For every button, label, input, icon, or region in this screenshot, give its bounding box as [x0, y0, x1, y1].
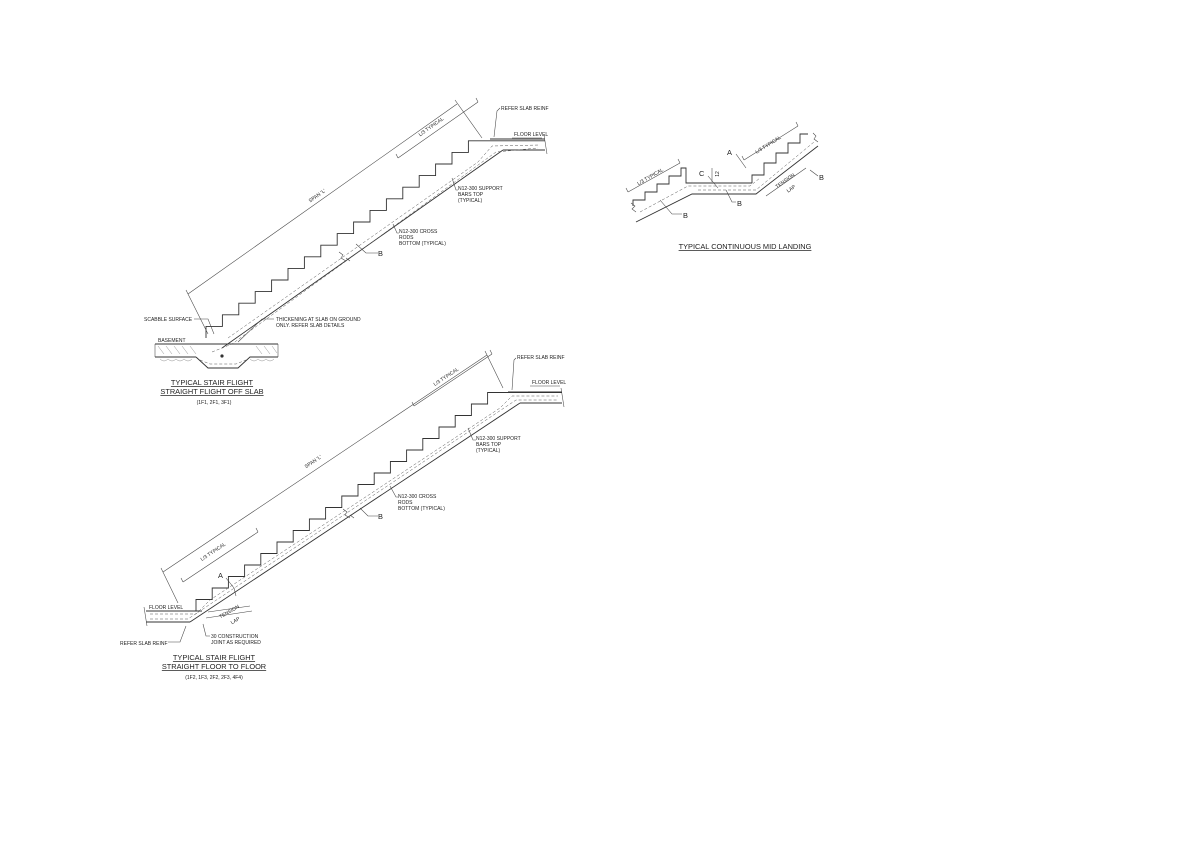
flight2-upper-slab — [508, 387, 565, 408]
flight2-title-refs: (1F2, 1F3, 2F2, 2F3, 4F4) — [185, 675, 243, 681]
flight1-title-refs: (1F1, 2F1, 3F1) — [197, 400, 232, 406]
flight2-construction-joint-line2: JOINT AS REQUIRED — [211, 640, 261, 646]
flight1-cross-rods-line2: RODS — [399, 235, 414, 241]
flight1-thickening-line2: ONLY. REFER SLAB DETAILS — [276, 323, 345, 329]
landing-lap-label: LAP — [786, 184, 798, 195]
flight1-bar-b-label: B — [378, 249, 383, 258]
flight1-basement-label: BASEMENT — [158, 338, 186, 344]
flight2-bar-a-label: A — [218, 571, 223, 580]
flight1-support-bars-line3: (TYPICAL) — [458, 198, 483, 204]
landing-break-mark-right — [812, 132, 819, 143]
flight1-span-label: SPAN 'L' — [308, 188, 327, 204]
flight1-refer-slab-label: REFER SLAB REINF — [501, 106, 549, 112]
flight1-upper-slab — [490, 134, 548, 155]
flight2-refer-slab-label: REFER SLAB REINF — [517, 355, 565, 361]
flight2-title-line1: TYPICAL STAIR FLIGHT — [173, 653, 256, 662]
flight2-l3-dimension-upper: L/3 TYPICAL — [411, 349, 493, 407]
flight1-bottom-reinforcement — [211, 147, 539, 353]
landing-l3-right-label: L/3 TYPICAL — [755, 135, 783, 156]
flight2-cross-rods-line3: BOTTOM (TYPICAL) — [398, 506, 445, 512]
flight2-lap-label: LAP — [230, 616, 242, 626]
flight1-scabble-label: SCABBLE SURFACE — [144, 317, 193, 323]
flight1-cross-rods-line3: BOTTOM (TYPICAL) — [399, 241, 446, 247]
flight1-thickening-line1: THICKENING AT SLAB ON GROUND — [276, 317, 361, 323]
flight2-title-line2: STRAIGHT FLOOR TO FLOOR — [162, 662, 266, 671]
flight2-support-bars-line2: BARS TOP — [476, 442, 502, 448]
landing-reinforcement-b — [698, 141, 815, 191]
flight2-construction-joint-line1: 30 CONSTRUCTION — [211, 634, 259, 640]
landing-bar-a-label: A — [727, 148, 732, 157]
flight1-support-bars-line2: BARS TOP — [458, 192, 484, 198]
flight1-thickening-bar — [220, 354, 224, 358]
landing-upper-steps — [751, 133, 808, 183]
flight2-lower-floor-level-label: FLOOR LEVEL — [149, 605, 183, 611]
landing-bar-c-label: C — [699, 169, 705, 178]
flight1-ground-slab — [154, 343, 279, 369]
landing-break-mark-left — [630, 202, 637, 213]
flight2-lower-slab — [143, 606, 202, 627]
landing-lower-steps — [632, 167, 752, 206]
landing-l3-left: L/3 TYPICAL — [625, 158, 681, 193]
detail-flight-off-slab: SPAN 'L' L/3 TYPICAL REFER SLAB REINF FL… — [144, 97, 549, 406]
flight1-title-line2: STRAIGHT FLIGHT OFF SLAB — [160, 387, 263, 396]
flight2-cross-rods-line2: RODS — [398, 500, 413, 506]
flight2-support-bars-line3: (TYPICAL) — [476, 448, 501, 454]
flight1-break-mark — [338, 251, 351, 262]
flight1-span-dimension: SPAN 'L' — [185, 99, 483, 335]
landing-bar-b-left-label: B — [683, 211, 688, 220]
flight2-floor-level-label: FLOOR LEVEL — [532, 380, 566, 386]
landing-dim-12: 12 — [715, 171, 721, 177]
flight2-span-label: SPAN 'L' — [304, 454, 323, 470]
landing-l3-right: L/3 TYPICAL — [741, 121, 799, 161]
flight1-title-line1: TYPICAL STAIR FLIGHT — [171, 378, 254, 387]
landing-title: TYPICAL CONTINUOUS MID LANDING — [679, 242, 812, 251]
flight1-l3-dimension: L/3 TYPICAL — [395, 97, 479, 159]
landing-soffit — [635, 145, 819, 223]
flight2-top-reinforcement — [150, 395, 558, 615]
detail-floor-to-floor: SPAN 'L' L/3 TYPICAL L/3 TYPICAL TENSION… — [120, 349, 566, 681]
flight1-support-bars-line1: N12-300 SUPPORT — [458, 186, 503, 192]
flight2-support-bars-line1: N12-300 SUPPORT — [476, 436, 521, 442]
flight1-steps — [205, 140, 545, 338]
flight2-refer-slab-lower-label: REFER SLAB REINF — [120, 641, 168, 647]
flight2-soffit — [189, 402, 521, 623]
flight2-break-mark — [342, 508, 355, 519]
flight1-ground-hatching — [157, 345, 278, 362]
flight1-top-reinforcement — [227, 144, 541, 339]
detail-mid-landing: L/3 TYPICAL L/3 TYPICAL 12 TENSION LAP C… — [625, 121, 824, 251]
flight2-bar-b-label: B — [378, 512, 383, 521]
flight1-cross-rods-line1: N12-300 CROSS — [399, 229, 438, 235]
landing-reinforcement-c — [639, 177, 761, 213]
landing-bar-b-mid-label: B — [737, 199, 742, 208]
flight1-floor-level-label: FLOOR LEVEL — [514, 132, 548, 138]
flight2-cross-rods-line1: N12-300 CROSS — [398, 494, 437, 500]
landing-bar-b-right-label: B — [819, 173, 824, 182]
flight2-steps — [195, 392, 562, 611]
flight2-bottom-reinforcement — [150, 399, 558, 620]
